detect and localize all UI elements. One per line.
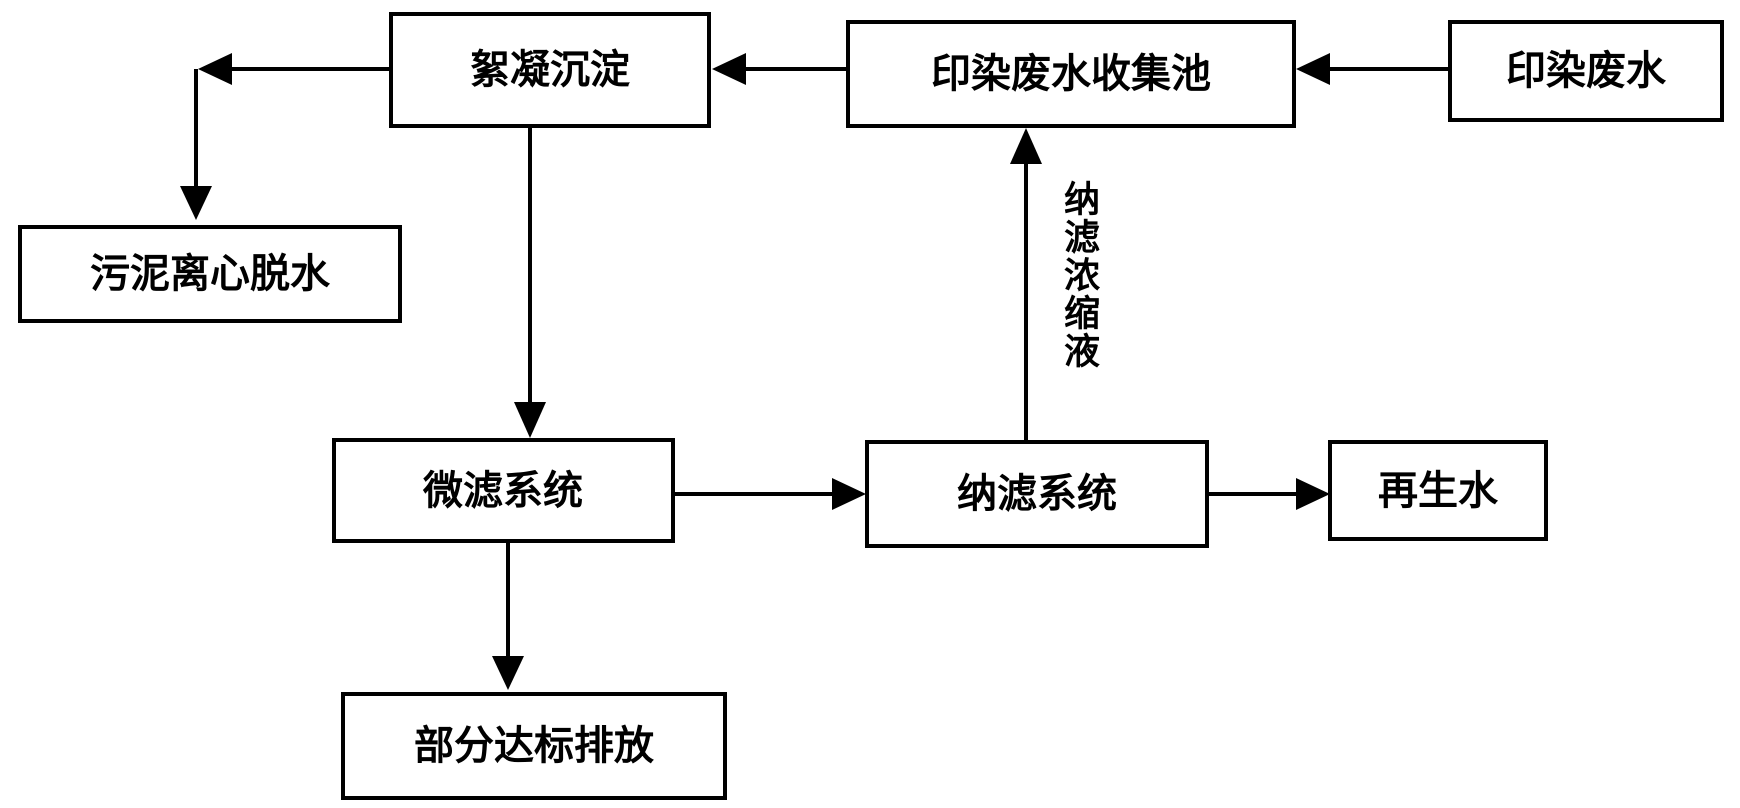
node-partial-discharge-box	[341, 692, 727, 800]
edge-nanofiltration-to-reclaimed	[1207, 478, 1330, 510]
node-partial-discharge: 部分达标排放	[341, 692, 727, 800]
edge-collection-to-flocculation-arrow	[712, 53, 746, 85]
node-collection-tank-box	[846, 20, 1296, 128]
node-nanofiltration: 纳滤系统	[865, 440, 1209, 548]
edge-label-nf-concentrate-char: 浓	[1064, 256, 1101, 297]
edge-nanofiltration-to-collection-arrow	[1010, 128, 1042, 164]
node-dye-wastewater-label: 印染废水	[1506, 48, 1667, 94]
edge-nanofiltration-to-reclaimed-arrow	[1296, 478, 1330, 510]
edge-microfiltration-to-nanofiltration	[673, 478, 866, 510]
edge-dye-to-collection	[1296, 53, 1450, 85]
edge-label-nf-concentrate-char: 纳	[1064, 180, 1100, 221]
node-dye-wastewater-box	[1448, 20, 1724, 122]
node-microfiltration-label: 微滤系统	[422, 468, 583, 514]
node-nanofiltration-box	[865, 440, 1209, 548]
node-collection-tank-label: 印染废水收集池	[931, 51, 1211, 97]
edge-flocculation-to-sludge-arrow-left	[198, 53, 232, 85]
node-dye-wastewater: 印染废水	[1448, 20, 1724, 122]
node-reclaimed-water-label: 再生水	[1378, 468, 1499, 514]
node-microfiltration-box	[332, 438, 675, 543]
edge-dye-to-collection-arrow	[1296, 53, 1330, 85]
node-sludge-dewatering-box	[18, 225, 402, 323]
node-reclaimed-water-box	[1328, 440, 1548, 541]
edge-flocculation-to-sludge-arrow-down	[180, 186, 212, 220]
node-sludge-dewatering-label: 污泥离心脱水	[90, 251, 331, 297]
node-reclaimed-water: 再生水	[1328, 440, 1548, 541]
node-collection-tank: 印染废水收集池	[846, 20, 1296, 128]
node-flocculation: 絮凝沉淀	[389, 12, 711, 128]
edge-collection-to-flocculation	[712, 53, 848, 85]
edge-label-nf-concentrate-char: 滤	[1064, 218, 1100, 259]
node-flocculation-label: 絮凝沉淀	[470, 47, 630, 93]
edge-microfiltration-to-nanofiltration-arrow	[832, 478, 866, 510]
edge-label-nf-concentrate-char: 缩	[1064, 294, 1100, 335]
node-sludge-dewatering: 污泥离心脱水	[18, 225, 402, 323]
node-microfiltration: 微滤系统	[332, 438, 675, 543]
node-nanofiltration-label: 纳滤系统	[957, 471, 1117, 517]
edge-flocculation-to-microfiltration	[514, 126, 546, 438]
edge-label-nf-concentrate-char: 液	[1064, 332, 1100, 373]
edge-flocculation-to-microfiltration-arrow	[514, 402, 546, 438]
edge-microfiltration-to-discharge-arrow	[492, 656, 524, 690]
node-partial-discharge-label: 部分达标排放	[414, 723, 654, 769]
edge-flocculation-to-sludge	[180, 53, 391, 220]
edge-microfiltration-to-discharge	[492, 541, 524, 690]
